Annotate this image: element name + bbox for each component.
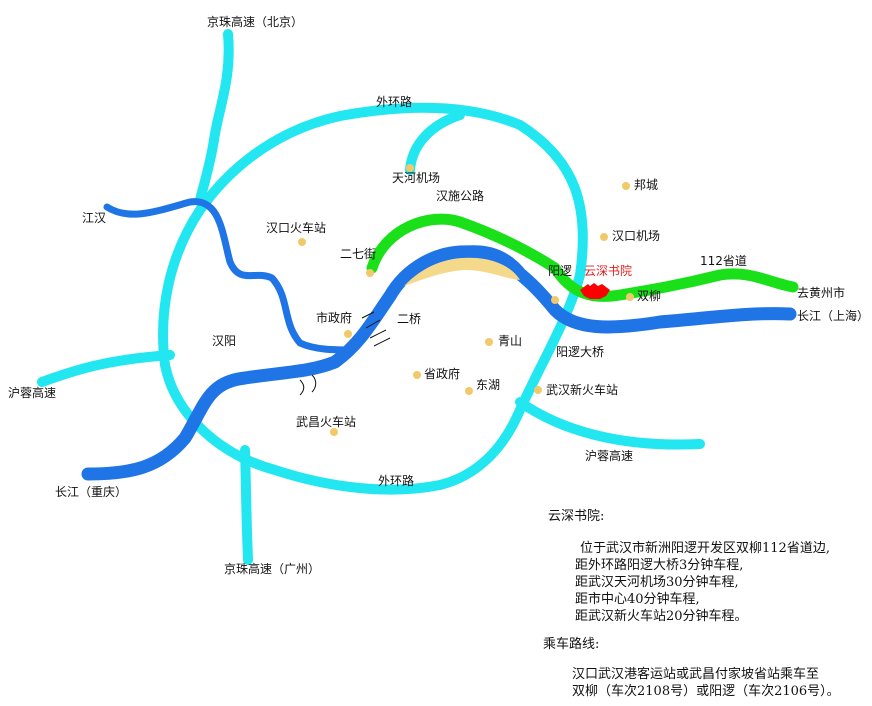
sand-island	[404, 257, 520, 286]
bangcheng-dot	[622, 182, 630, 190]
label-provincial-112: 112省道	[700, 254, 747, 268]
info-line-3: 距武汉天河机场30分钟车程,	[575, 575, 739, 590]
second-bridge-mark	[361, 311, 391, 347]
hurong-east-highway	[515, 397, 705, 450]
label-changjiang-east: 长江（上海）	[797, 308, 869, 323]
label-jingzhu-south: 京珠高速（广州）	[224, 561, 320, 576]
label-ring-road-bottom: 外环路	[378, 473, 414, 488]
label-yangluo-bridge: 阳逻大桥	[556, 345, 604, 359]
shuangliu-dot	[626, 293, 634, 301]
jingzhu-north-highway	[195, 29, 234, 205]
label-donghu: 东湖	[476, 377, 500, 392]
new-station-dot	[534, 386, 542, 394]
donghu-dot	[465, 387, 473, 395]
wuchang-bridge-mark	[299, 374, 317, 396]
changjiang-island-channel	[395, 245, 533, 290]
label-tianhe-airport: 天河机场	[392, 171, 440, 185]
provincial-gov-dot	[413, 371, 421, 379]
route-title: 乘车路线:	[543, 637, 600, 652]
erqi-street-dot	[366, 269, 374, 277]
label-new-station: 武汉新火车站	[546, 382, 618, 397]
info-line-1: 位于武汉市新洲阳逻开发区双柳112省道边,	[580, 541, 830, 556]
info-line-5: 距武汉新火车站20分钟车程。	[575, 609, 748, 624]
hankou-airport-dot	[600, 233, 608, 241]
label-hankou-station: 汉口火车站	[266, 220, 326, 235]
label-hurong-east: 沪蓉高速	[585, 448, 633, 463]
label-hankou-airport: 汉口机场	[612, 229, 660, 243]
wuchang-station-dot	[330, 428, 338, 436]
info-title: 云深书院:	[548, 509, 605, 524]
route-line-2: 双柳（车次2108号）或阳逻（车次2106号）。	[572, 684, 840, 699]
label-wuchang-station: 武昌火车站	[296, 414, 356, 429]
label-hanshi-road: 汉施公路	[436, 188, 484, 203]
label-destination: 云深书院	[584, 264, 632, 278]
tianhe-airport-dot	[406, 164, 414, 172]
label-provincial-gov: 省政府	[424, 366, 460, 381]
label-city-hall: 市政府	[316, 310, 352, 325]
label-jingzhu-north: 京珠高速（北京）	[207, 14, 303, 29]
label-hanyang: 汉阳	[212, 334, 236, 348]
airport-connector-road	[405, 110, 465, 175]
city-hall-dot	[344, 330, 352, 338]
info-line-2: 距外环路阳逻大桥3分钟车程,	[575, 558, 744, 573]
label-qingshan: 青山	[498, 334, 522, 348]
yangluo-dot	[551, 296, 559, 304]
ring-road	[158, 102, 588, 495]
label-ring-road-top: 外环路	[376, 94, 412, 109]
label-second-bridge: 二桥	[397, 312, 421, 326]
route-line-1: 汉口武汉港客运站或武昌付家坡省站乘车至	[572, 667, 820, 682]
hurong-west-highway	[37, 350, 175, 387]
info-line-4: 距市中心40分钟车程,	[575, 592, 700, 607]
qingshan-dot	[485, 338, 493, 346]
hanshi-highlighted-road	[366, 213, 799, 302]
label-erqi-street: 二七街	[340, 247, 376, 261]
label-yangluo: 阳逻	[548, 264, 572, 278]
label-hanjiang: 江汉	[82, 211, 106, 225]
label-hurong-west: 沪蓉高速	[8, 385, 56, 400]
label-bangcheng: 邦城	[634, 178, 658, 192]
destination-marker-icon	[580, 283, 610, 299]
changjiang-river	[81, 245, 797, 481]
hanjiang-river	[103, 198, 357, 354]
label-to-huangzhou: 去黄州市	[797, 285, 845, 300]
label-changjiang-west: 长江（重庆）	[55, 485, 127, 499]
jingzhu-south-highway	[240, 445, 253, 565]
hankou-station-dot	[298, 238, 306, 246]
label-shuangliu: 双柳	[637, 289, 661, 303]
